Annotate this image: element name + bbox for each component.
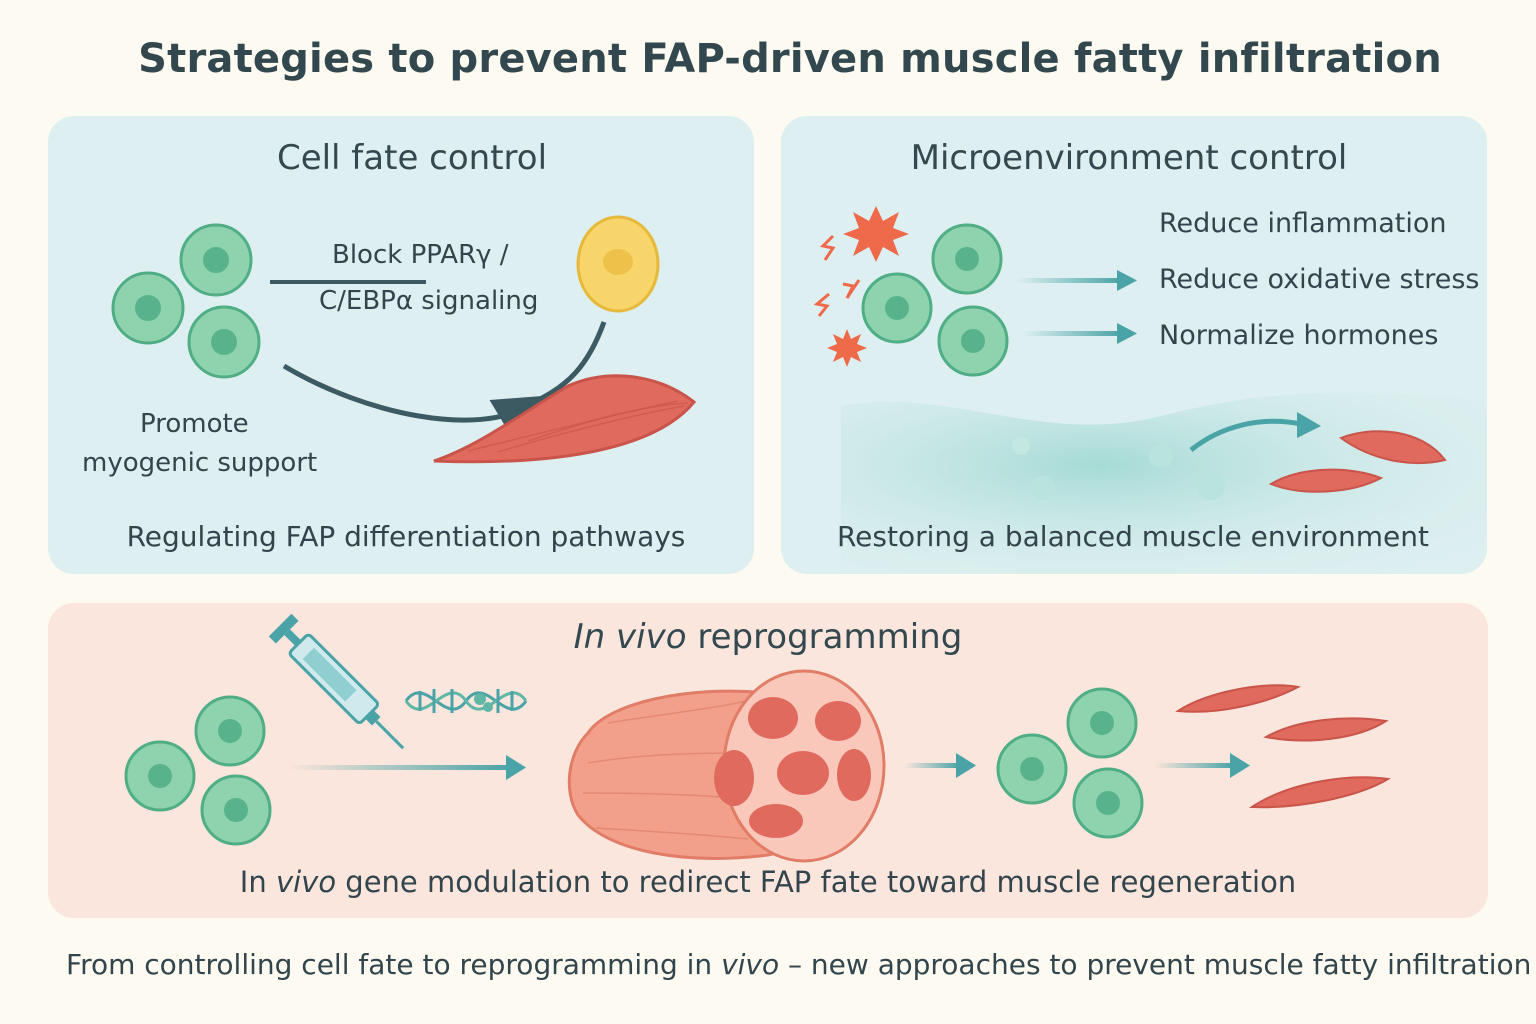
stem-cell-icon	[179, 223, 253, 297]
arrow-to-fibers-head	[1230, 753, 1250, 778]
restore-arrow	[1189, 418, 1302, 452]
reprogramming-title: In vivo reprogramming	[48, 617, 1488, 657]
cell-fate-title: Cell fate control	[276, 138, 548, 178]
stem-cell-icon	[124, 740, 196, 812]
muscle-cross-section-icon	[567, 669, 886, 863]
arrow-reduce-inflammation	[1017, 270, 1137, 291]
footer-post: – new approaches to prevent muscle fatty…	[779, 948, 1532, 981]
reprogramming-caption-pre: In	[239, 865, 276, 899]
cell-fate-panel: Cell fate control Block PPARγ / C/EBPα s…	[48, 116, 754, 574]
blocked-path-line	[532, 321, 607, 405]
muscle-fiber-icon	[1263, 717, 1389, 742]
arrow-to-cells-head	[956, 753, 976, 778]
muscle-fiber-icon	[433, 374, 697, 464]
spark-icon	[819, 234, 836, 261]
arrow-to-fibers	[1154, 763, 1234, 768]
reprogramming-panel: In vivo reprogramming In vivo gene modul…	[48, 603, 1488, 918]
muscle-fiber-icon	[1268, 468, 1384, 493]
item-normalize-hormones: Normalize hormones	[1159, 320, 1439, 351]
inflammation-burst-icon	[843, 206, 909, 262]
arrow-to-muscle-head	[506, 755, 526, 780]
microenvironment-caption: Restoring a balanced muscle environment	[836, 520, 1430, 553]
reprogramming-title-italic: In vivo	[573, 617, 687, 657]
stem-cell-icon	[194, 695, 266, 767]
differentiation-arrow	[282, 363, 546, 443]
footer-caption: From controlling cell fate to reprogramm…	[66, 948, 1531, 981]
item-reduce-inflammation: Reduce inflammation	[1159, 208, 1447, 239]
page-title: Strategies to prevent FAP-driven muscle …	[138, 36, 1442, 82]
item-reduce-oxidative-stress: Reduce oxidative stress	[1159, 264, 1480, 295]
stem-cell-icon	[200, 774, 272, 846]
block-signaling-label-line1: Block PPARγ /	[332, 240, 509, 270]
stem-cell-icon	[861, 272, 933, 344]
spark-icon	[813, 292, 830, 317]
tissue-wave	[841, 392, 1487, 574]
spark-icon	[842, 279, 861, 299]
fat-cell-icon	[576, 215, 660, 313]
stem-cell-icon	[111, 271, 185, 345]
promote-label-line2: myogenic support	[82, 448, 318, 478]
stem-cell-icon	[937, 305, 1009, 377]
syringe-icon	[268, 613, 405, 750]
muscle-fiber-icon	[1175, 684, 1301, 713]
footer-pre: From controlling cell fate to reprogramm…	[66, 948, 722, 981]
reprogramming-caption-post: gene modulation to redirect FAP fate tow…	[336, 865, 1297, 899]
promote-label-line1: Promote	[140, 409, 249, 439]
microenvironment-illustration	[813, 206, 1487, 574]
reprogramming-illustration	[124, 613, 1391, 863]
muscle-fiber-icon	[1248, 776, 1391, 809]
reprogramming-title-rest: reprogramming	[686, 617, 963, 657]
cell-fate-caption: Regulating FAP differentiation pathways	[126, 520, 686, 553]
reprogramming-caption: In vivo gene modulation to redirect FAP …	[48, 865, 1488, 899]
dna-icon	[404, 689, 528, 713]
arrow-to-cells	[904, 763, 960, 768]
microenvironment-panel: Microenvironment control Reduce inflamma…	[781, 116, 1487, 574]
stem-cell-icon	[996, 733, 1068, 805]
muscle-fiber-icon	[1338, 430, 1447, 465]
block-signaling-label-line2: C/EBPα signaling	[319, 286, 539, 316]
stem-cell-icon	[1066, 687, 1138, 759]
arrow-normalize-hormones	[1023, 323, 1137, 344]
stem-cell-icon	[1072, 767, 1144, 839]
cell-fate-illustration	[111, 215, 697, 464]
microenvironment-title: Microenvironment control	[910, 138, 1348, 178]
stem-cell-icon	[187, 305, 261, 379]
reprogramming-caption-italic: vivo	[275, 865, 337, 899]
restore-arrow-head	[1297, 412, 1321, 438]
inflammation-burst-icon	[827, 329, 867, 367]
arrow-to-muscle	[288, 765, 510, 770]
footer-italic: vivo	[721, 948, 780, 981]
stem-cell-icon	[931, 223, 1003, 295]
